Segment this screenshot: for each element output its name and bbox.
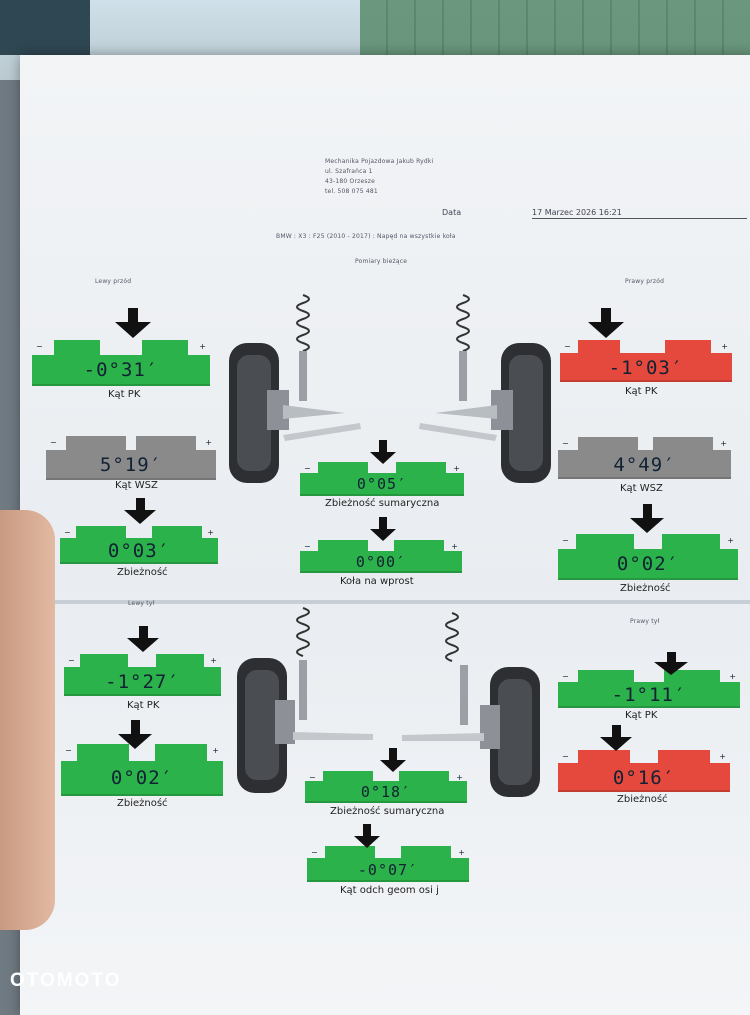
front-right-wheel-icon bbox=[419, 294, 551, 483]
arrow-stem bbox=[128, 308, 138, 322]
rear-right-toe-value: 0°16′ bbox=[612, 766, 676, 789]
arrow-head bbox=[380, 760, 406, 772]
arrow-head bbox=[600, 737, 632, 751]
date-value: 17 Marzec 2026 16:21 bbox=[532, 208, 747, 219]
front-right-camber-label: Kąt PK bbox=[625, 386, 658, 397]
rear-total-toe-value: 0°18′ bbox=[360, 783, 412, 802]
arrow-head bbox=[588, 322, 624, 338]
arrow-head bbox=[630, 518, 664, 533]
front-left-camber-gauge: −+ -0°31′ bbox=[32, 340, 210, 386]
rear-right-wheel-icon bbox=[402, 612, 540, 797]
rear-right-toe-label: Zbieżność bbox=[617, 794, 668, 805]
front-right-toe-value: 0°02′ bbox=[616, 553, 680, 576]
front-total-toe-value: 0°05′ bbox=[356, 475, 408, 494]
arrow-stem bbox=[389, 748, 397, 760]
arrow-stem bbox=[642, 504, 652, 518]
rear-total-toe-label: Zbieżność sumaryczna bbox=[330, 806, 445, 817]
front-right-sai-gauge: −+ 4°49′ bbox=[558, 437, 731, 479]
front-setback-value: 0°00′ bbox=[355, 552, 407, 571]
rear-left-camber-label: Kąt PK bbox=[127, 700, 160, 711]
paper-fold bbox=[20, 600, 750, 604]
building-background bbox=[0, 0, 90, 55]
arrow-stem bbox=[135, 498, 145, 510]
front-total-toe-gauge: −+ 0°05′ bbox=[300, 462, 464, 496]
rear-right-camber-gauge: −+ -1°11′ bbox=[558, 670, 740, 708]
vehicle-info: BMW : X3 : F25 (2010 - 2017) : Napęd na … bbox=[276, 233, 456, 240]
rear-left-toe-label: Zbieżność bbox=[117, 798, 168, 809]
arrow-stem bbox=[130, 720, 140, 734]
arrow-stem bbox=[611, 725, 621, 737]
front-right-camber-gauge: −+ -1°03′ bbox=[560, 340, 732, 382]
arrow-head bbox=[354, 836, 380, 848]
arrow-stem bbox=[363, 824, 371, 836]
company-phone: tel. 508 075 481 bbox=[325, 188, 378, 195]
arrow-head bbox=[370, 529, 396, 541]
front-right-toe-gauge: −+ 0°02′ bbox=[558, 534, 738, 580]
rear-left-title: Lewy tył bbox=[128, 600, 155, 607]
rear-thrust-angle-gauge: −+ -0°07′ bbox=[307, 846, 469, 882]
arrow-head bbox=[370, 452, 396, 464]
front-left-toe-value: 0°03′ bbox=[107, 540, 171, 563]
front-left-wheel-icon bbox=[229, 294, 361, 483]
rear-right-camber-label: Kąt PK bbox=[625, 710, 658, 721]
arrow-head bbox=[115, 322, 151, 338]
rear-thrust-angle-value: -0°07′ bbox=[357, 860, 419, 879]
rear-left-toe-gauge: −+ 0°02′ bbox=[61, 744, 223, 796]
front-left-toe-gauge: −+ 0°03′ bbox=[60, 526, 218, 564]
front-setback-gauge: −+ 0°00′ bbox=[300, 540, 462, 573]
date-label: Data bbox=[442, 208, 462, 217]
hand-holding-paper bbox=[0, 510, 55, 930]
section-title: Pomiary bieżące bbox=[355, 258, 408, 265]
front-right-toe-label: Zbieżność bbox=[620, 583, 671, 594]
rear-left-toe-value: 0°02′ bbox=[110, 767, 174, 790]
company-name: Mechanika Pojazdowa Jakub Rydki bbox=[325, 158, 434, 165]
front-left-toe-label: Zbieżność bbox=[117, 567, 168, 578]
arrow-head bbox=[127, 638, 159, 652]
front-left-sai-value: 5°19′ bbox=[99, 454, 163, 477]
rear-total-toe-gauge: −+ 0°18′ bbox=[305, 771, 467, 803]
rear-left-wheel-icon bbox=[237, 607, 373, 793]
front-left-camber-value: -0°31′ bbox=[83, 359, 159, 382]
rear-right-toe-gauge: −+ 0°16′ bbox=[558, 750, 730, 792]
company-city: 43-180 Orzesze bbox=[325, 178, 375, 185]
front-right-camber-value: -1°03′ bbox=[608, 356, 684, 379]
front-right-sai-label: Kąt WSZ bbox=[620, 483, 663, 494]
rear-left-camber-value: -1°27′ bbox=[105, 670, 180, 693]
company-street: ul. Szafrańca 1 bbox=[325, 168, 373, 175]
arrow-stem bbox=[666, 652, 676, 662]
arrow-head bbox=[124, 510, 156, 524]
arrow-stem bbox=[379, 517, 387, 529]
front-left-camber-label: Kąt PK bbox=[108, 389, 141, 400]
arrow-stem bbox=[138, 626, 148, 638]
rear-right-camber-value: -1°11′ bbox=[611, 684, 687, 707]
arrow-stem bbox=[379, 440, 387, 452]
front-total-toe-label: Zbieżność sumaryczna bbox=[325, 498, 440, 509]
front-left-sai-label: Kąt WSZ bbox=[115, 480, 158, 491]
watermark-logo: OTOMOTO bbox=[10, 970, 122, 991]
rear-right-title: Prawy tył bbox=[630, 618, 660, 625]
arrow-head bbox=[654, 662, 688, 675]
arrow-stem bbox=[601, 308, 611, 322]
rear-left-camber-gauge: −+ -1°27′ bbox=[64, 654, 221, 696]
front-setback-label: Koła na wprost bbox=[340, 576, 414, 587]
front-right-sai-value: 4°49′ bbox=[613, 453, 676, 476]
front-left-title: Lewy przód bbox=[95, 278, 132, 285]
front-right-title: Prawy przód bbox=[625, 278, 665, 285]
arrow-head bbox=[118, 734, 152, 749]
rear-thrust-angle-label: Kąt odch geom osi j bbox=[340, 885, 439, 896]
front-left-sai-gauge: −+ 5°19′ bbox=[46, 436, 216, 480]
